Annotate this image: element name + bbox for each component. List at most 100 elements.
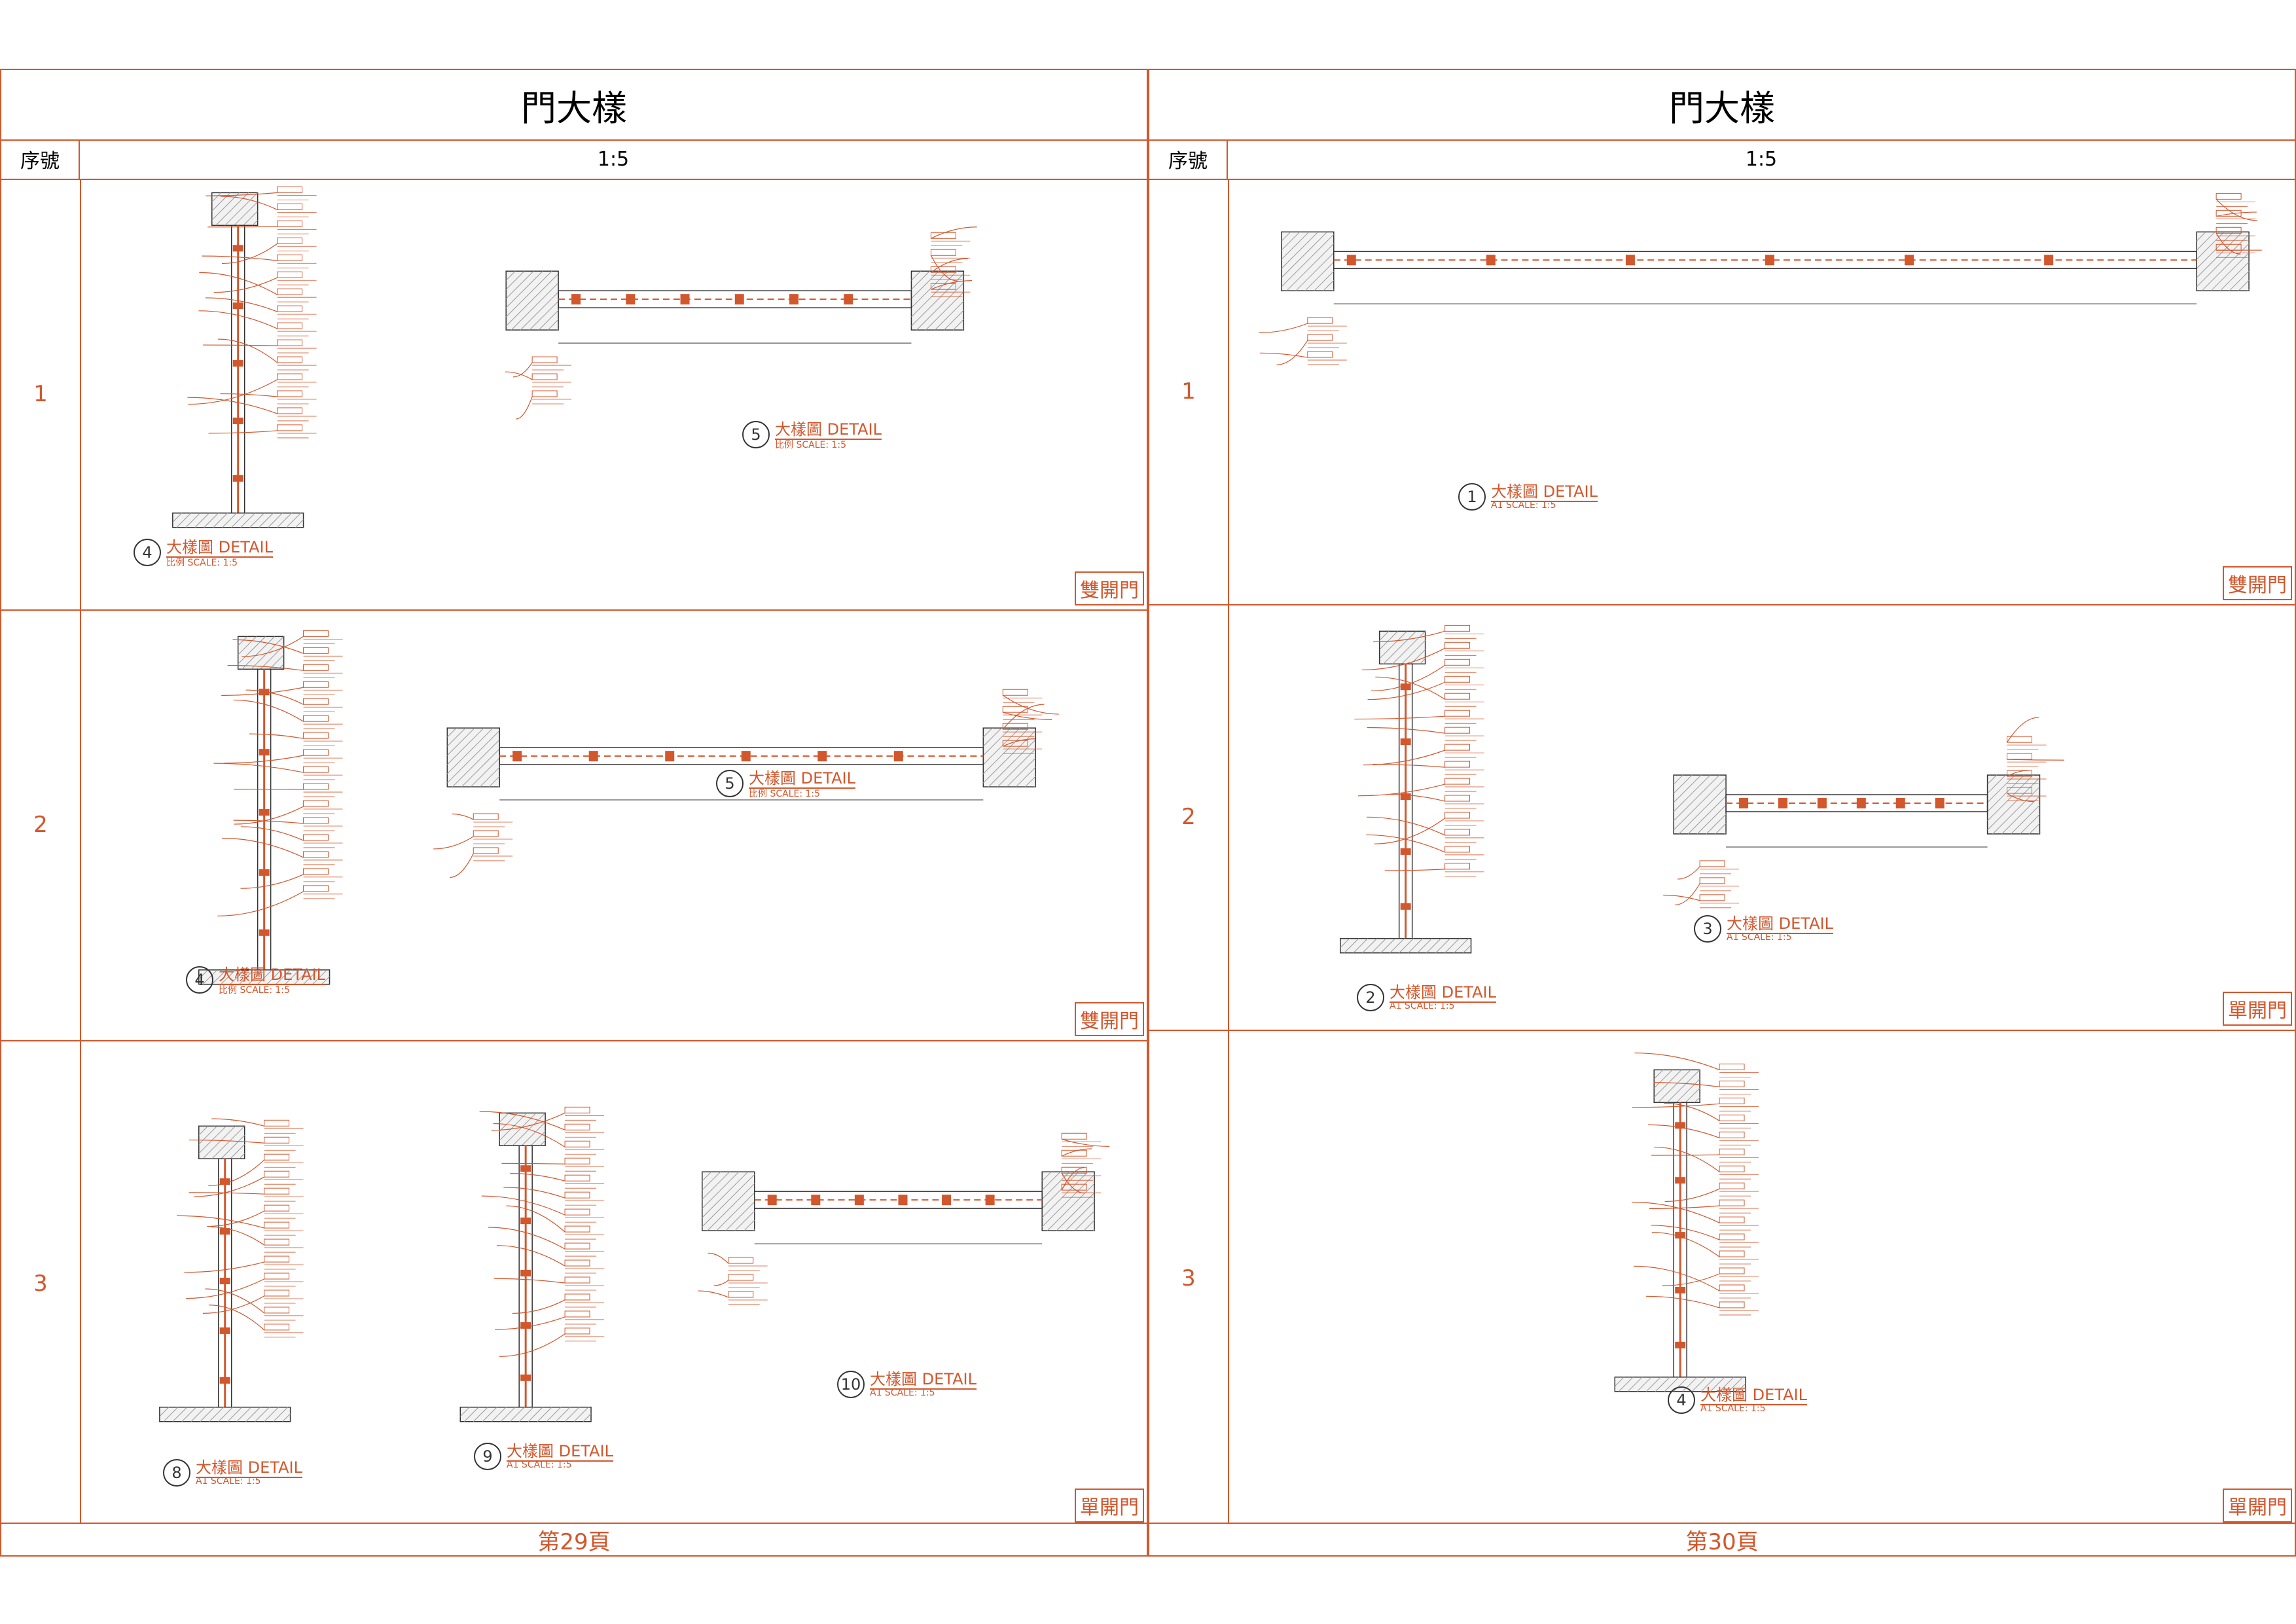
hatch-line — [2038, 832, 2040, 835]
hatch-line — [446, 727, 457, 738]
hatch-line — [528, 1407, 543, 1422]
hatch-line — [231, 513, 247, 528]
detail-title: 大樣圖 DETAIL — [870, 1370, 977, 1390]
leader-line — [506, 1205, 565, 1233]
annotation-tag — [303, 868, 329, 875]
annotation-tag — [564, 1293, 590, 1301]
door-section-drawing — [1614, 1053, 1759, 1392]
annotation-tag — [1719, 1301, 1745, 1308]
hatch-line — [716, 1192, 755, 1231]
wall-block — [1281, 231, 1335, 291]
annotation-tag — [1002, 706, 1028, 713]
leader-line — [2007, 717, 2039, 743]
door-type-tag: 雙開門 — [1075, 571, 1144, 605]
annotation-tag — [1699, 860, 1725, 867]
detail-title: 大樣圖 DETAIL — [1390, 983, 1496, 1003]
wall-block — [982, 727, 1036, 787]
hatch-line — [555, 1407, 571, 1422]
hinge-mark — [232, 245, 243, 252]
leader-line — [202, 1295, 264, 1314]
hatch-line — [702, 1171, 721, 1191]
annotation-tag — [930, 249, 956, 256]
leader-line — [698, 1290, 729, 1298]
detail-scale: A1 SCALE: 1:5 — [1390, 1001, 1455, 1011]
leader-line — [1384, 869, 1445, 871]
leader-line — [249, 733, 304, 739]
leader-line — [218, 338, 278, 363]
hardware-mark — [789, 294, 798, 305]
annotation-tag — [1719, 1080, 1745, 1087]
hatch-line — [1281, 234, 1335, 287]
annotation-tag — [303, 715, 329, 722]
hatch-line — [1987, 774, 2024, 812]
annotation-tag — [1719, 1114, 1745, 1121]
annotation-tag — [930, 283, 956, 290]
door-section-drawing — [172, 186, 977, 528]
annotation-tag — [1444, 846, 1471, 853]
hatch-line — [236, 1407, 252, 1422]
annotation-tag — [1719, 1199, 1745, 1206]
hardware-mark — [665, 751, 675, 762]
hatch-line — [248, 969, 264, 985]
annotation-tag — [303, 681, 329, 688]
hatch-line — [509, 1407, 525, 1422]
hatch-line — [1041, 1171, 1088, 1218]
hatch-line — [230, 969, 245, 985]
leader-line — [1654, 1146, 1720, 1172]
hatch-line — [497, 785, 500, 787]
annotation-tag — [303, 783, 329, 790]
annotation-tag — [564, 1276, 590, 1284]
leader-line — [240, 874, 304, 889]
leader-line — [2215, 232, 2241, 255]
annotation-tag — [277, 373, 303, 380]
annotation-tag — [1307, 351, 1333, 358]
leader-line — [188, 1192, 264, 1195]
hatch-line — [452, 739, 500, 787]
hatch-line — [573, 1407, 589, 1422]
annotation-tag — [264, 1170, 290, 1178]
annotation-tag — [303, 647, 329, 654]
hatch-line — [463, 1407, 479, 1422]
hatch-line — [1987, 777, 2040, 831]
hatch-line — [172, 1407, 188, 1422]
annotation-tag — [277, 203, 303, 210]
hatch-line — [1024, 776, 1036, 787]
annotation-tag — [728, 1291, 754, 1298]
leader-line — [240, 826, 304, 841]
leader-line — [187, 397, 278, 414]
hatch-line — [529, 300, 559, 331]
hatch-line — [2229, 270, 2250, 291]
hatch-line — [1987, 774, 2034, 821]
hardware-mark — [588, 751, 598, 762]
leader-line — [512, 1299, 565, 1314]
hatch-line — [221, 969, 236, 985]
hardware-mark — [985, 1195, 995, 1206]
leader-line — [186, 1278, 264, 1299]
seq-header: 序號 — [1149, 139, 1228, 179]
hatch-line — [707, 1183, 755, 1231]
hatch-line — [1006, 757, 1036, 787]
annotation-tag — [277, 288, 303, 295]
leader-line — [194, 1176, 264, 1197]
annotation-tag — [1307, 334, 1333, 341]
hatch-line — [1362, 938, 1378, 954]
hatch-line — [1724, 832, 1727, 835]
hatch-line — [264, 1407, 279, 1422]
leader-line — [203, 344, 278, 346]
leader-line — [202, 255, 278, 261]
hatch-line — [273, 1407, 288, 1422]
hatch-line — [312, 969, 327, 985]
hatch-line — [294, 969, 309, 985]
leader-line — [1634, 1053, 1720, 1070]
annotation-tag — [1719, 1267, 1745, 1274]
annotation-tag — [277, 322, 303, 329]
hatch-line — [473, 1407, 488, 1422]
hatch-line — [2011, 804, 2040, 835]
leader-line — [1357, 784, 1445, 797]
annotation-tag — [2215, 209, 2242, 217]
hatch-line — [2196, 231, 2215, 251]
leader-line — [224, 755, 304, 764]
